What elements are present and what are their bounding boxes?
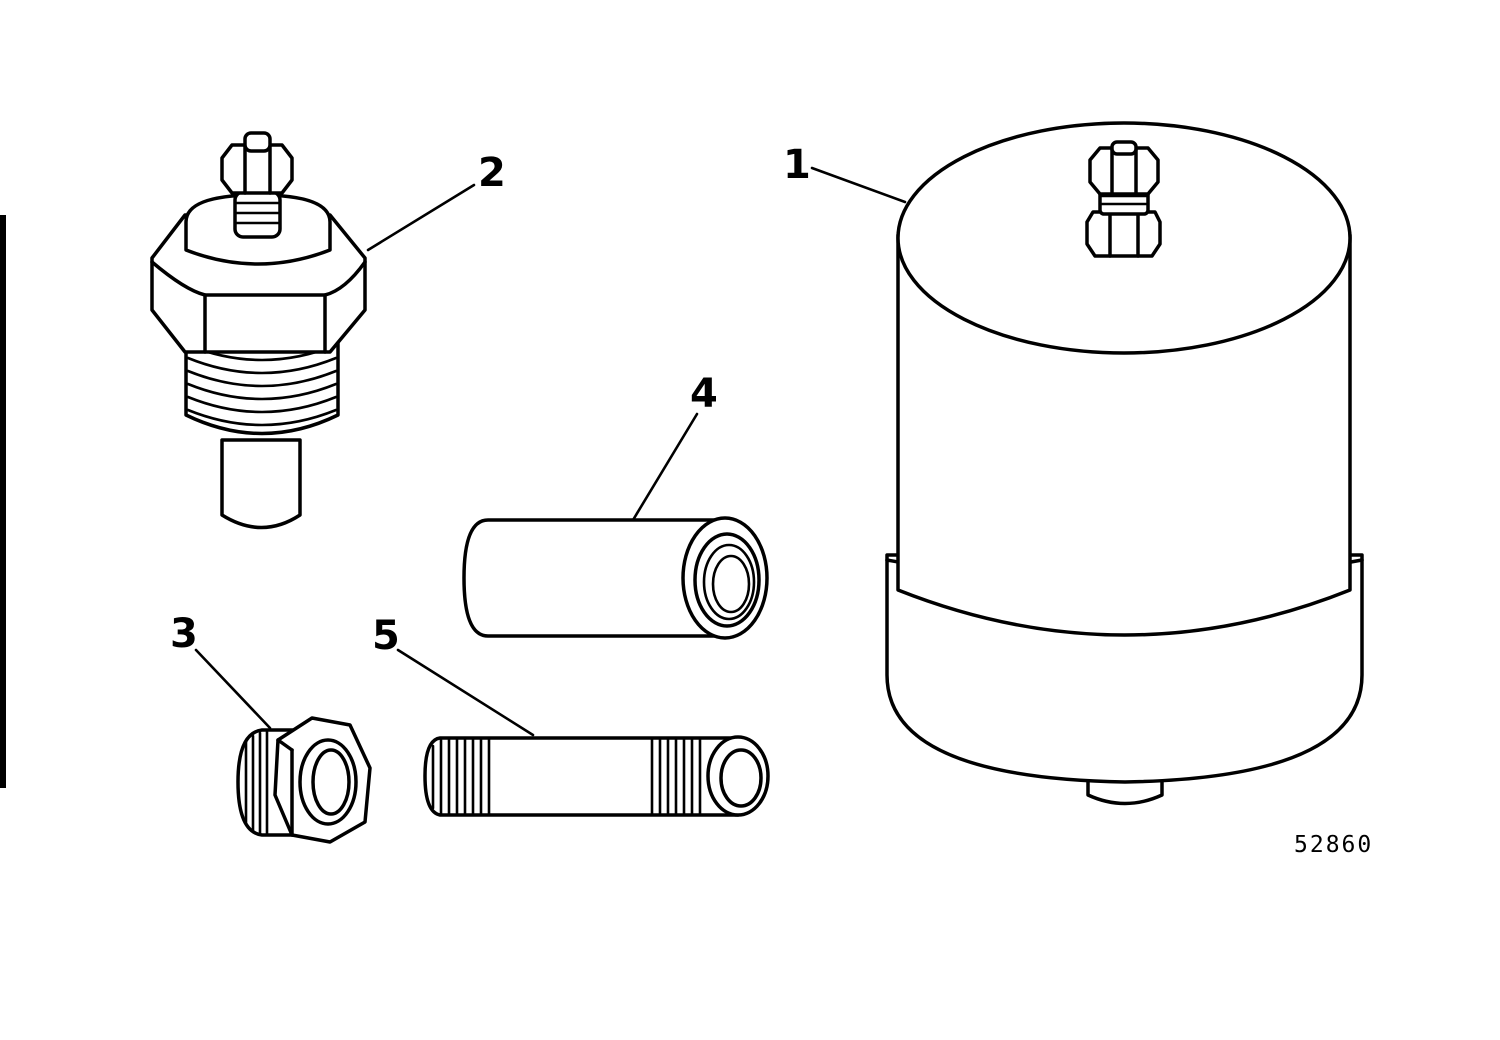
leader-line-4	[631, 412, 699, 522]
leader-line-5	[396, 648, 535, 737]
callout-3: 3	[170, 611, 198, 657]
figure-number: 52860	[1294, 832, 1373, 858]
part-1-filter-canister	[885, 121, 1364, 806]
part-5-pipe-nipple	[423, 735, 770, 817]
callout-2: 2	[478, 150, 506, 196]
part-3-bushing	[236, 716, 372, 844]
part-1-top-fitting	[1085, 140, 1162, 258]
part-2-sender-switch	[150, 131, 367, 530]
leader-line-1	[810, 166, 907, 204]
callout-4: 4	[690, 371, 718, 417]
callout-5: 5	[372, 613, 400, 659]
callout-1: 1	[783, 142, 811, 188]
part-4-coupling	[462, 516, 769, 640]
leader-line-2	[366, 183, 476, 252]
leader-line-3	[194, 648, 272, 730]
